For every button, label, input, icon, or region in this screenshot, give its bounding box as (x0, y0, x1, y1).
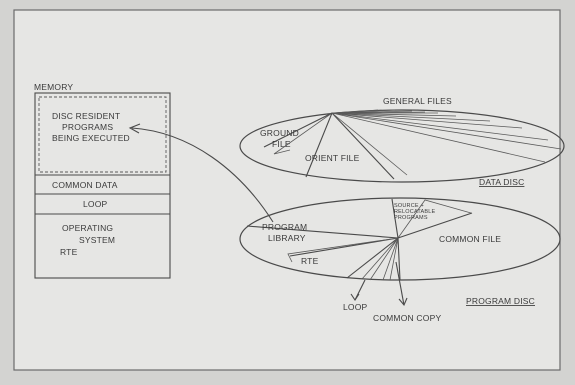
common-copy-label: COMMON COPY (373, 313, 441, 323)
library-boundary (246, 225, 399, 239)
common-copy-leader (395, 261, 405, 306)
ground-file-boundary (263, 112, 333, 148)
source-sector-left (391, 198, 399, 239)
source-sector-outline (397, 199, 472, 239)
os-label-3: RTE (60, 247, 78, 257)
loop-leader-arrowhead (350, 293, 360, 301)
orient-file-label: ORIENT FILE (305, 153, 360, 163)
common-copy-leader-arrowhead (398, 297, 408, 307)
loop-memory-label: LOOP (83, 199, 108, 209)
common-file-label: COMMON FILE (439, 234, 501, 244)
source-label-1: SOURCE + (394, 203, 424, 209)
load-arrowhead (128, 123, 141, 134)
rte-boundary-lower (346, 237, 399, 279)
os-label-2: SYSTEM (79, 235, 115, 245)
common-data-label: COMMON DATA (52, 180, 118, 190)
sector-boundary (397, 237, 401, 281)
source-label-3: PROGRAMS (394, 215, 428, 221)
loop-disc-label: LOOP (343, 302, 368, 312)
program-disc-title: PROGRAM DISC (466, 296, 535, 306)
os-label-1: OPERATING (62, 223, 113, 233)
data-disc-ellipse (239, 109, 565, 183)
wedge-line (331, 112, 408, 176)
disc-resident-label-3: BEING EXECUTED (52, 133, 130, 143)
disc-resident-label-1: DISC RESIDENT (52, 111, 120, 121)
source-sector-right (397, 212, 473, 239)
memory-title: MEMORY (34, 82, 73, 92)
disc-resident-partition (38, 96, 167, 173)
load-arrow (131, 127, 274, 223)
source-label-2: RELOCATABLE (394, 209, 436, 215)
ground-file-label-2: FILE (272, 139, 291, 149)
orient-file-boundary-right (331, 112, 395, 180)
disc-resident-label-2: PROGRAMS (62, 122, 113, 132)
program-library-label-1: PROGRAM (262, 222, 307, 232)
ground-file-sector (273, 112, 333, 155)
diagram-panel (13, 9, 561, 371)
ground-file-label-1: GROUND (260, 128, 299, 138)
rte-disc-label: RTE (301, 256, 319, 266)
orient-file-boundary (305, 112, 333, 178)
general-files-label: GENERAL FILES (383, 96, 452, 106)
general-files-wedges (331, 109, 562, 163)
memory-block (34, 92, 171, 279)
data-disc-title: DATA DISC (479, 177, 524, 187)
program-library-label-2: LIBRARY (268, 233, 306, 243)
common-copy-sector (382, 237, 399, 281)
loop-sector (361, 237, 399, 281)
rte-sector (287, 237, 399, 263)
